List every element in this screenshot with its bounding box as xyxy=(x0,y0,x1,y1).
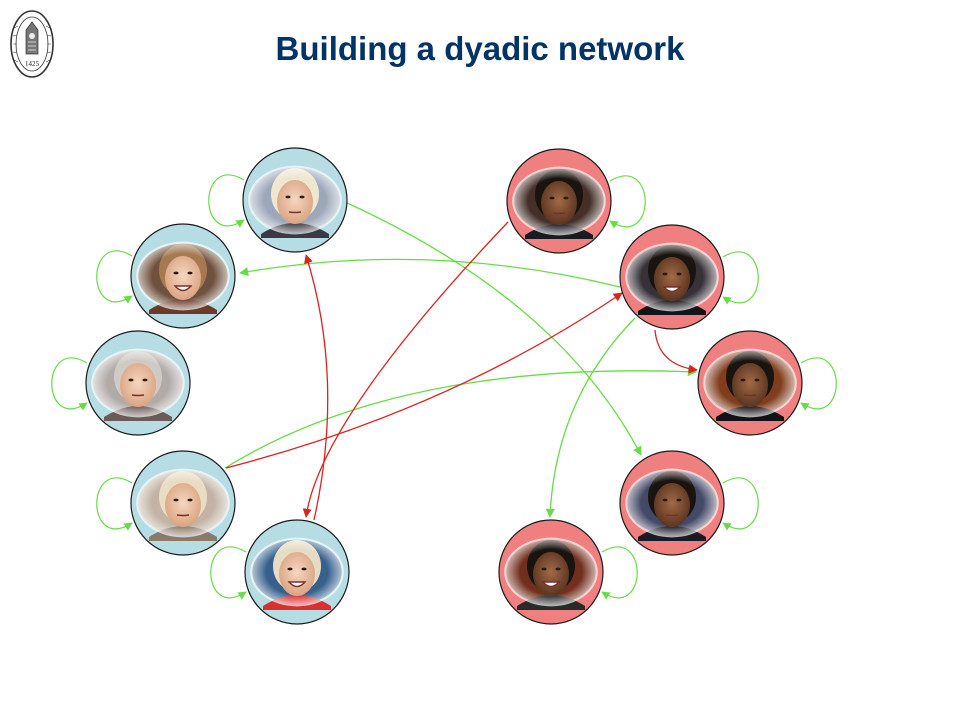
self-loop-a1 xyxy=(208,174,245,228)
portrait-vignette xyxy=(504,537,598,607)
edge-b2-to-b5-positive xyxy=(545,317,636,518)
node-a3 xyxy=(85,330,191,436)
self-loop-a5 xyxy=(210,546,247,600)
self-loop-b4 xyxy=(722,477,759,531)
node-b5 xyxy=(498,519,604,625)
portrait-woman-grey-hair xyxy=(91,348,185,421)
edge-a4-to-b3-positive xyxy=(224,367,697,469)
node-a4 xyxy=(130,450,236,556)
portrait-man-pointing xyxy=(512,166,606,239)
self-loop-b2 xyxy=(722,251,759,305)
portrait-man-at-podium xyxy=(625,468,719,541)
edge-a1-to-b4-positive xyxy=(344,201,642,456)
edge-b1-to-a5-negative xyxy=(302,221,509,518)
self-loop-a2 xyxy=(96,250,133,304)
portrait-vignette xyxy=(512,166,606,236)
portrait-vignette xyxy=(625,468,719,538)
edge-a4-to-b2-negative xyxy=(225,292,623,469)
node-b3 xyxy=(697,330,803,436)
portrait-man-laughing xyxy=(504,537,598,610)
node-a5 xyxy=(244,519,350,625)
edge-a5-to-a1-negative xyxy=(304,254,329,521)
node-b1 xyxy=(506,148,612,254)
self-loop-b1 xyxy=(609,175,646,229)
portrait-smiling-woman xyxy=(136,241,230,314)
portrait-vignette xyxy=(625,242,719,312)
self-loops-layer xyxy=(51,174,837,600)
portrait-woman-waving xyxy=(250,537,344,610)
edge-b2-to-a2-positive xyxy=(239,258,621,288)
portrait-vignette xyxy=(248,165,342,235)
portrait-blonde-woman-speaking xyxy=(248,165,342,238)
node-b4 xyxy=(619,450,725,556)
self-loop-b3 xyxy=(800,357,837,411)
portrait-vignette xyxy=(136,241,230,311)
node-b2 xyxy=(619,224,725,330)
portrait-vignette xyxy=(250,537,344,607)
seal-year: 1425 xyxy=(25,60,40,68)
node-a2 xyxy=(130,223,236,329)
portrait-vignette xyxy=(703,348,797,418)
edge-b2-to-b3-negative xyxy=(654,329,698,374)
nodes-layer xyxy=(85,147,803,625)
portrait-vignette xyxy=(91,348,185,418)
portrait-man-smiling xyxy=(625,242,719,315)
self-loop-a3 xyxy=(51,357,88,411)
portrait-vignette xyxy=(136,468,230,538)
self-loop-a4 xyxy=(96,477,133,531)
edges-layer xyxy=(224,201,698,521)
portrait-woman-serious xyxy=(136,468,230,541)
node-a1 xyxy=(242,147,348,253)
university-seal-logo: 1425 xyxy=(10,10,54,78)
self-loop-b5 xyxy=(601,546,638,600)
portrait-man-frowning xyxy=(703,348,797,421)
slide-title: Building a dyadic network xyxy=(275,30,685,67)
